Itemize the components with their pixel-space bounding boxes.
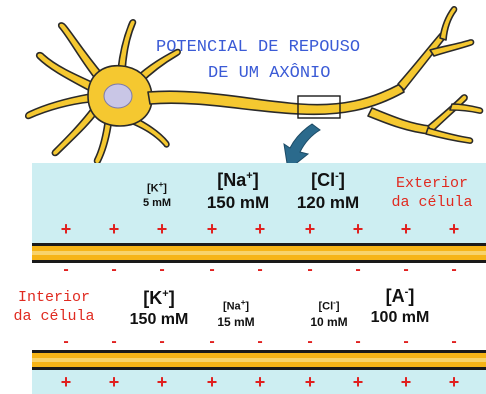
negative-charge-sign: - — [355, 333, 361, 350]
dendrite — [57, 22, 105, 86]
diagram-title-line1: POTENCIAL DE REPOUSO — [156, 38, 361, 57]
axon-terminal — [439, 5, 458, 41]
ion-exterior-k: [K+] 5 mM — [142, 180, 172, 209]
axon-terminal — [429, 39, 475, 57]
dendrite — [134, 48, 181, 85]
axon — [147, 83, 405, 116]
positive-charge-sign: + — [60, 372, 72, 392]
nucleus — [103, 83, 133, 109]
axon-branch — [367, 107, 431, 135]
positive-charge-sign: + — [60, 219, 72, 239]
negative-charge-sign: - — [451, 333, 457, 350]
negative-charge-sign: - — [257, 333, 263, 350]
dendrite — [51, 107, 99, 157]
negative-charge-sign: - — [63, 333, 69, 350]
ion-interior-k: [K+] 150 mM — [129, 288, 189, 328]
negative-charge-sign: - — [209, 261, 215, 278]
positive-charge-sign: + — [108, 219, 120, 239]
negative-charge-sign: - — [63, 261, 69, 278]
negative-charge-sign: - — [403, 261, 409, 278]
extracellular-region-bottom — [32, 370, 486, 394]
negative-charge-sign: - — [257, 261, 263, 278]
diagram-title-line2: DE UM AXÔNIO — [208, 64, 331, 83]
positive-charge-sign: + — [206, 219, 218, 239]
ion-interior-na: [Na+] 15 mM — [217, 298, 255, 329]
positive-charge-sign: + — [304, 219, 316, 239]
positive-charge-sign: + — [400, 372, 412, 392]
negative-charge-sign: - — [111, 333, 117, 350]
positive-charge-sign: + — [254, 219, 266, 239]
positive-charge-sign: + — [400, 219, 412, 239]
negative-charge-sign: - — [307, 333, 313, 350]
membrane-bottom — [32, 350, 486, 370]
ion-interior-cl: [Cl-] 10 mM — [310, 298, 348, 329]
axon-terminal — [449, 103, 484, 114]
positive-charge-sign: + — [448, 219, 460, 239]
negative-charge-sign: - — [159, 261, 165, 278]
negative-charge-sign: - — [451, 261, 457, 278]
negative-charge-sign: - — [403, 333, 409, 350]
axon-terminal — [425, 127, 474, 144]
positive-charge-sign: + — [206, 372, 218, 392]
neuron-illustration — [24, 5, 484, 171]
dendrite — [117, 19, 137, 73]
negative-charge-sign: - — [307, 261, 313, 278]
dendrite — [35, 51, 97, 93]
negative-charge-sign: - — [159, 333, 165, 350]
negative-charge-sign: - — [355, 261, 361, 278]
zoom-box — [297, 95, 341, 119]
axon-terminal — [427, 94, 468, 133]
zoom-arrow-icon — [283, 123, 321, 171]
positive-charge-sign: + — [304, 372, 316, 392]
positive-charge-sign: + — [108, 372, 120, 392]
exterior-label: Exterior da célula — [391, 175, 473, 211]
positive-charge-sign: + — [352, 372, 364, 392]
dendrite — [24, 93, 91, 120]
ion-exterior-na: [Na+] 150 mM — [206, 170, 270, 212]
ion-exterior-cl: [Cl-] 120 mM — [296, 170, 360, 212]
negative-charge-sign: - — [111, 261, 117, 278]
axon-terminal — [397, 31, 447, 91]
interior-label: Interior da célula — [13, 289, 95, 325]
positive-charge-sign: + — [448, 372, 460, 392]
extracellular-region — [32, 163, 486, 243]
membrane-top — [32, 243, 486, 263]
dendrite — [127, 115, 170, 148]
positive-charge-sign: + — [254, 372, 266, 392]
ion-interior-a: [A-] 100 mM — [370, 286, 430, 326]
negative-charge-sign: - — [209, 333, 215, 350]
positive-charge-sign: + — [156, 219, 168, 239]
positive-charge-sign: + — [156, 372, 168, 392]
positive-charge-sign: + — [352, 219, 364, 239]
